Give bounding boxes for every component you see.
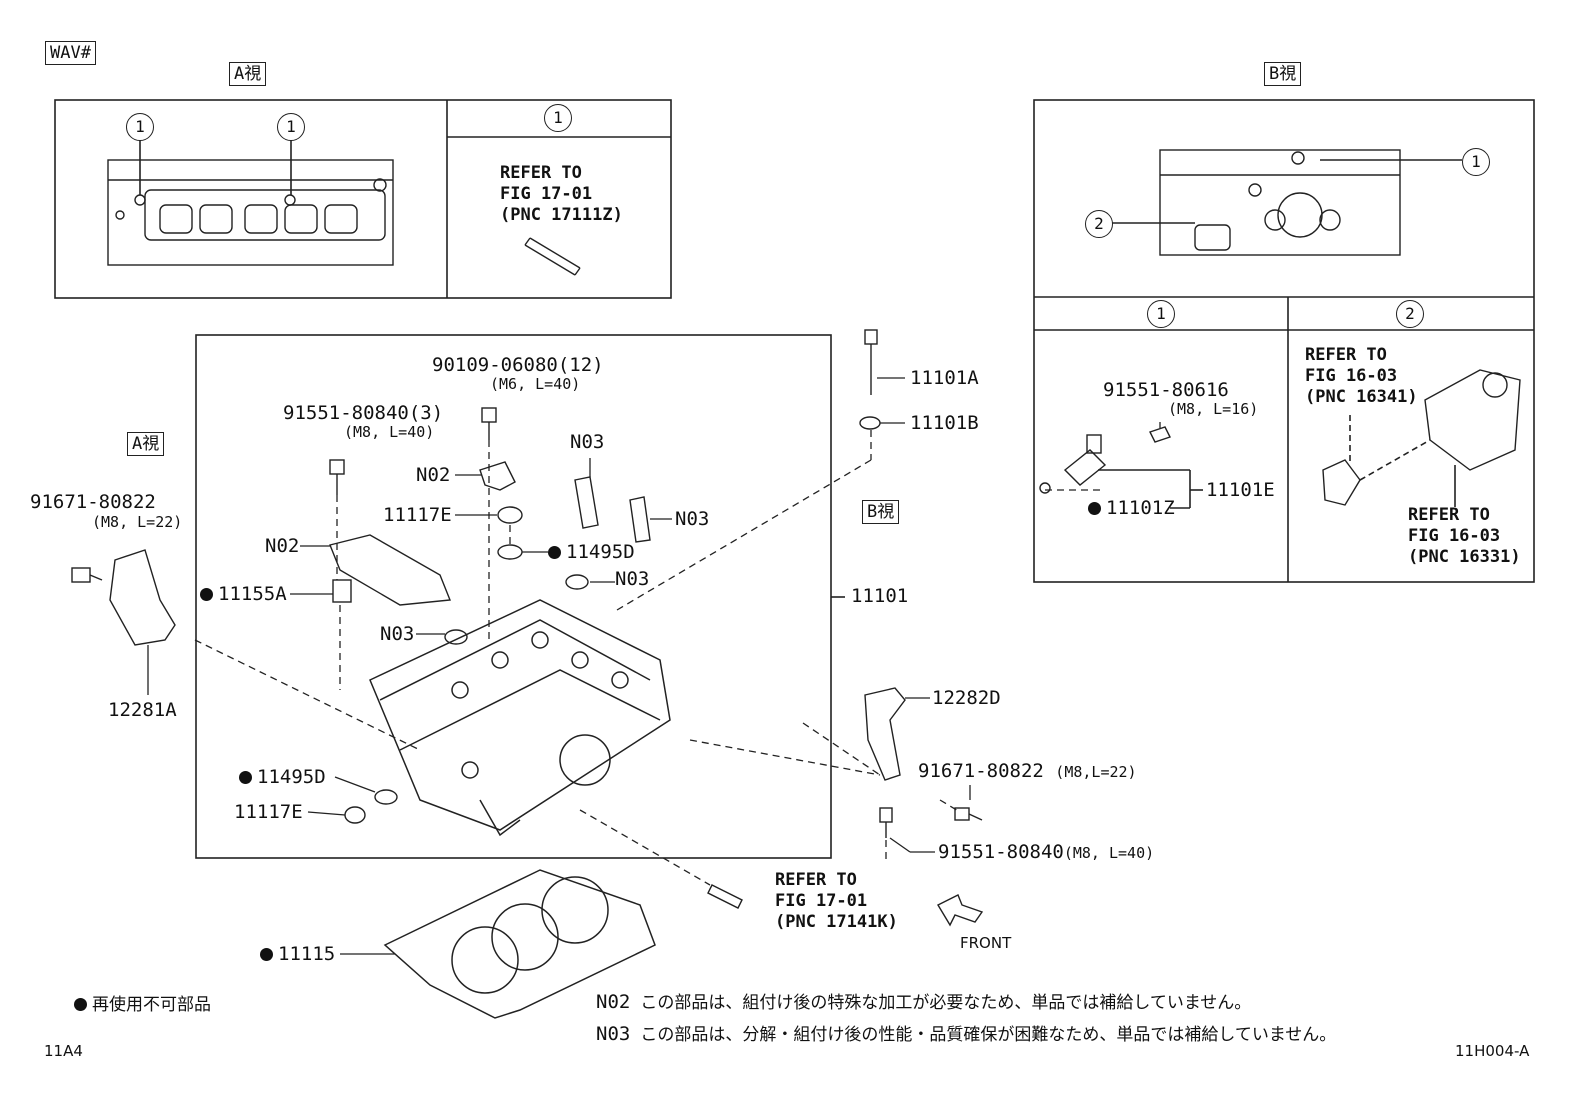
callout-1-a-left: 1 <box>126 113 154 141</box>
part-n03-seal[interactable]: N03 <box>615 568 650 590</box>
callout-1-a-right: 1 <box>277 113 305 141</box>
part-11101e[interactable]: 11101E <box>1206 479 1275 501</box>
part-n03-guide-a[interactable]: N03 <box>570 431 605 453</box>
part-91551-right-spec: (M8, L=40) <box>1063 844 1155 862</box>
part-11101z[interactable]: 11101Z <box>1088 498 1175 518</box>
view-b-head-sketch <box>1159 149 1401 256</box>
view-a-tag: A視 <box>229 62 267 86</box>
note-n03-text: この部品は、分解・組付け後の性能・品質確保が困難なため、単品では補給していません… <box>640 1025 1337 1045</box>
view-a-frame <box>54 99 672 299</box>
note-n03: N03 この部品は、分解・組付け後の性能・品質確保が困難なため、単品では補給してい… <box>596 1020 1336 1045</box>
callout-2-b-view: 2 <box>1085 210 1113 238</box>
part-11495d-top[interactable]: 11495D <box>548 542 635 562</box>
refer-16341: REFER TO FIG 16-03 (PNC 16341) <box>1305 345 1418 407</box>
view-a-pointer-tag: A視 <box>127 432 165 456</box>
refer-16331: REFER TO FIG 16-03 (PNC 16331) <box>1408 505 1521 567</box>
part-11115[interactable]: 11115 <box>260 944 335 964</box>
callout-2-b-header: 2 <box>1396 300 1424 328</box>
bracket-12281a-sketch <box>109 549 176 646</box>
part-91671-left-spec: (M8, L=22) <box>92 513 183 531</box>
part-91551-80840-3[interactable]: 91551-80840(3) <box>283 402 444 424</box>
front-arrow <box>937 894 984 927</box>
part-11101z-text: 11101Z <box>1106 497 1175 519</box>
part-91551-80616-spec: (M8, L=16) <box>1168 400 1259 418</box>
part-90109-spec: (M6, L=40) <box>490 375 581 393</box>
part-11495d-bottom-text: 11495D <box>257 766 326 788</box>
nonreuse-mark <box>1088 502 1101 515</box>
part-11495d-bottom[interactable]: 11495D <box>239 767 326 787</box>
refer-17111z: REFER TO FIG 17-01 (PNC 17111Z) <box>500 163 623 225</box>
callout-1-b-header: 1 <box>1147 300 1175 328</box>
part-n02-lower[interactable]: N02 <box>265 535 300 557</box>
view-a-head-sketch <box>107 159 394 266</box>
part-11155a-text: 11155A <box>218 583 287 605</box>
callout-1-b-view: 1 <box>1462 148 1490 176</box>
nonreuse-mark <box>200 588 213 601</box>
cylinder-head-sketch <box>369 599 671 837</box>
view-b-tag: B視 <box>1264 62 1302 86</box>
page-code: 11A4 <box>44 1042 83 1060</box>
nonreuse-mark <box>260 948 273 961</box>
part-91551-80840-spec: (M8, L=40) <box>344 423 435 441</box>
part-11115-text: 11115 <box>278 943 336 965</box>
part-n03-lower[interactable]: N03 <box>380 623 415 645</box>
nonreuse-mark <box>239 771 252 784</box>
legend-nonreuse: 再使用不可部品 <box>74 990 211 1015</box>
legend-nonreuse-text: 再使用不可部品 <box>92 995 211 1015</box>
figure-code: 11H004-A <box>1455 1042 1530 1060</box>
part-90109-06080[interactable]: 90109-06080(12) <box>432 354 604 376</box>
part-n02-upper[interactable]: N02 <box>416 464 451 486</box>
part-n03-guide-b[interactable]: N03 <box>675 508 710 530</box>
part-11117e-top[interactable]: 11117E <box>383 504 452 526</box>
part-91671-right-spec: (M8,L=22) <box>1055 763 1137 781</box>
part-91671-80822-left[interactable]: 91671-80822 <box>30 491 156 513</box>
front-label: FRONT <box>960 934 1012 952</box>
wav-label: WAV# <box>45 41 96 65</box>
stud-sketch-a <box>524 237 581 276</box>
part-91551-80840-right[interactable]: 91551-80840(M8, L=40) <box>938 842 1154 862</box>
part-12282d[interactable]: 12282D <box>932 687 1001 709</box>
part-11155a[interactable]: 11155A <box>200 584 287 604</box>
note-n03-code: N03 <box>596 1023 631 1045</box>
part-91671-right-text: 91671-80822 <box>918 760 1044 782</box>
note-n02-code: N02 <box>596 991 631 1013</box>
part-11101a[interactable]: 11101A <box>910 367 979 389</box>
callout-1-a-header: 1 <box>544 104 572 132</box>
note-n02-text: この部品は、組付け後の特殊な加工が必要なため、単品では補給していません。 <box>640 993 1252 1013</box>
sensor-sketch <box>1039 426 1171 494</box>
part-11495d-top-text: 11495D <box>566 541 635 563</box>
view-b-pointer-tag: B視 <box>862 500 900 524</box>
view-b-frame <box>1033 99 1535 583</box>
part-11101[interactable]: 11101 <box>851 585 909 607</box>
legend-dot <box>74 998 87 1011</box>
note-n02: N02 この部品は、組付け後の特殊な加工が必要なため、単品では補給していません。 <box>596 988 1251 1013</box>
refer-17141k: REFER TO FIG 17-01 (PNC 17141K) <box>775 870 898 932</box>
head-gasket-sketch <box>383 869 656 1019</box>
part-11117e-bottom[interactable]: 11117E <box>234 801 303 823</box>
bolt-sketches <box>71 329 983 838</box>
bracket-12282d-sketch <box>864 687 906 781</box>
part-11101b[interactable]: 11101B <box>910 412 979 434</box>
cam-cap-sketch <box>329 534 451 606</box>
part-12281a[interactable]: 12281A <box>108 699 177 721</box>
part-91551-80616[interactable]: 91551-80616 <box>1103 379 1229 401</box>
nonreuse-mark <box>548 546 561 559</box>
part-91671-80822-right[interactable]: 91671-80822 (M8,L=22) <box>918 761 1137 781</box>
part-91551-right-text: 91551-80840 <box>938 841 1064 863</box>
